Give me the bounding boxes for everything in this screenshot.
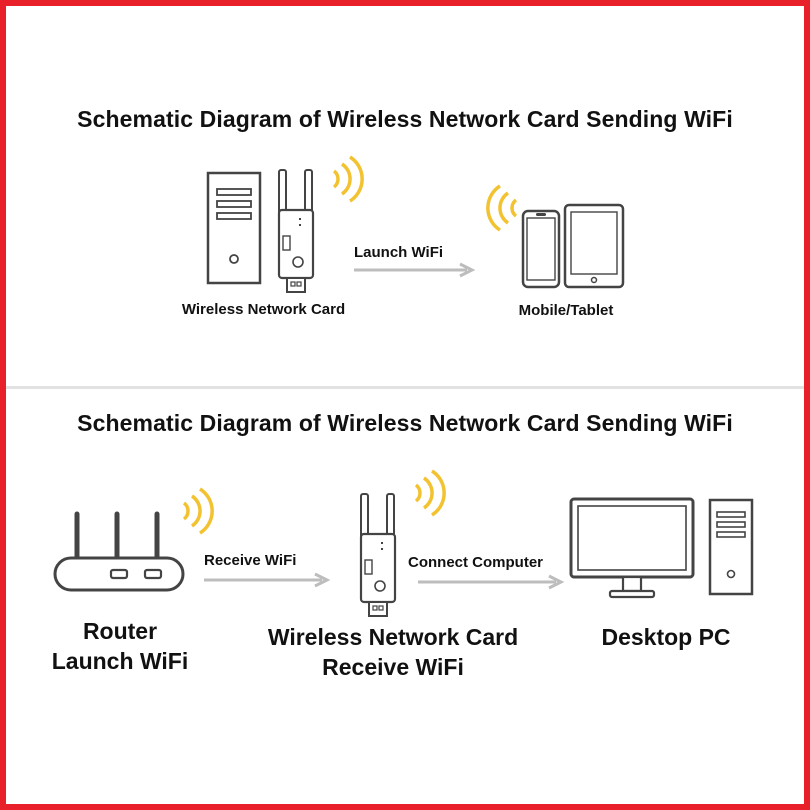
label-network-card-line2: Receive WiFi	[322, 654, 464, 680]
bottom-title: Schematic Diagram of Wireless Network Ca…	[77, 410, 733, 436]
router-icon	[53, 511, 185, 592]
panel-divider	[6, 386, 804, 389]
label-router-line1: Router	[82, 618, 158, 644]
label-network-card: Wireless Network Card Receive WiFi	[238, 622, 548, 682]
arrow-label-launch: Launch WiFi	[354, 244, 444, 261]
top-title: Schematic Diagram of Wireless Network Ca…	[77, 106, 733, 132]
wifi-signal-icon	[182, 487, 214, 535]
tower-pc-icon	[708, 498, 754, 596]
label-desktop-pc: Desktop PC	[601, 624, 731, 650]
arrow-right-icon	[204, 572, 331, 588]
usb-adapter-icon	[359, 493, 397, 617]
usb-adapter-icon	[277, 169, 315, 293]
arrow-right-icon	[354, 262, 476, 278]
label-mobile-tablet: Mobile/Tablet	[518, 302, 614, 319]
wifi-signal-icon	[332, 155, 364, 203]
label-network-card-line1: Wireless Network Card	[267, 624, 519, 650]
tower-pc-icon	[206, 171, 262, 285]
wifi-signal-icon	[486, 184, 518, 232]
arrow-label-connect: Connect Computer	[408, 554, 543, 571]
monitor-icon	[569, 497, 695, 599]
bottom-panel: Schematic Diagram of Wireless Network Ca…	[6, 390, 804, 804]
arrow-right-icon	[418, 574, 565, 590]
tablet-icon	[563, 203, 625, 289]
arrow-label-receive: Receive WiFi	[204, 552, 297, 569]
phone-icon	[521, 209, 561, 289]
label-wireless-network-card: Wireless Network Card	[181, 301, 346, 318]
label-router-line2: Launch WiFi	[51, 648, 189, 674]
label-router: Router Launch WiFi	[40, 616, 200, 676]
wifi-signal-icon	[414, 469, 446, 517]
top-panel: Schematic Diagram of Wireless Network Ca…	[6, 6, 804, 388]
